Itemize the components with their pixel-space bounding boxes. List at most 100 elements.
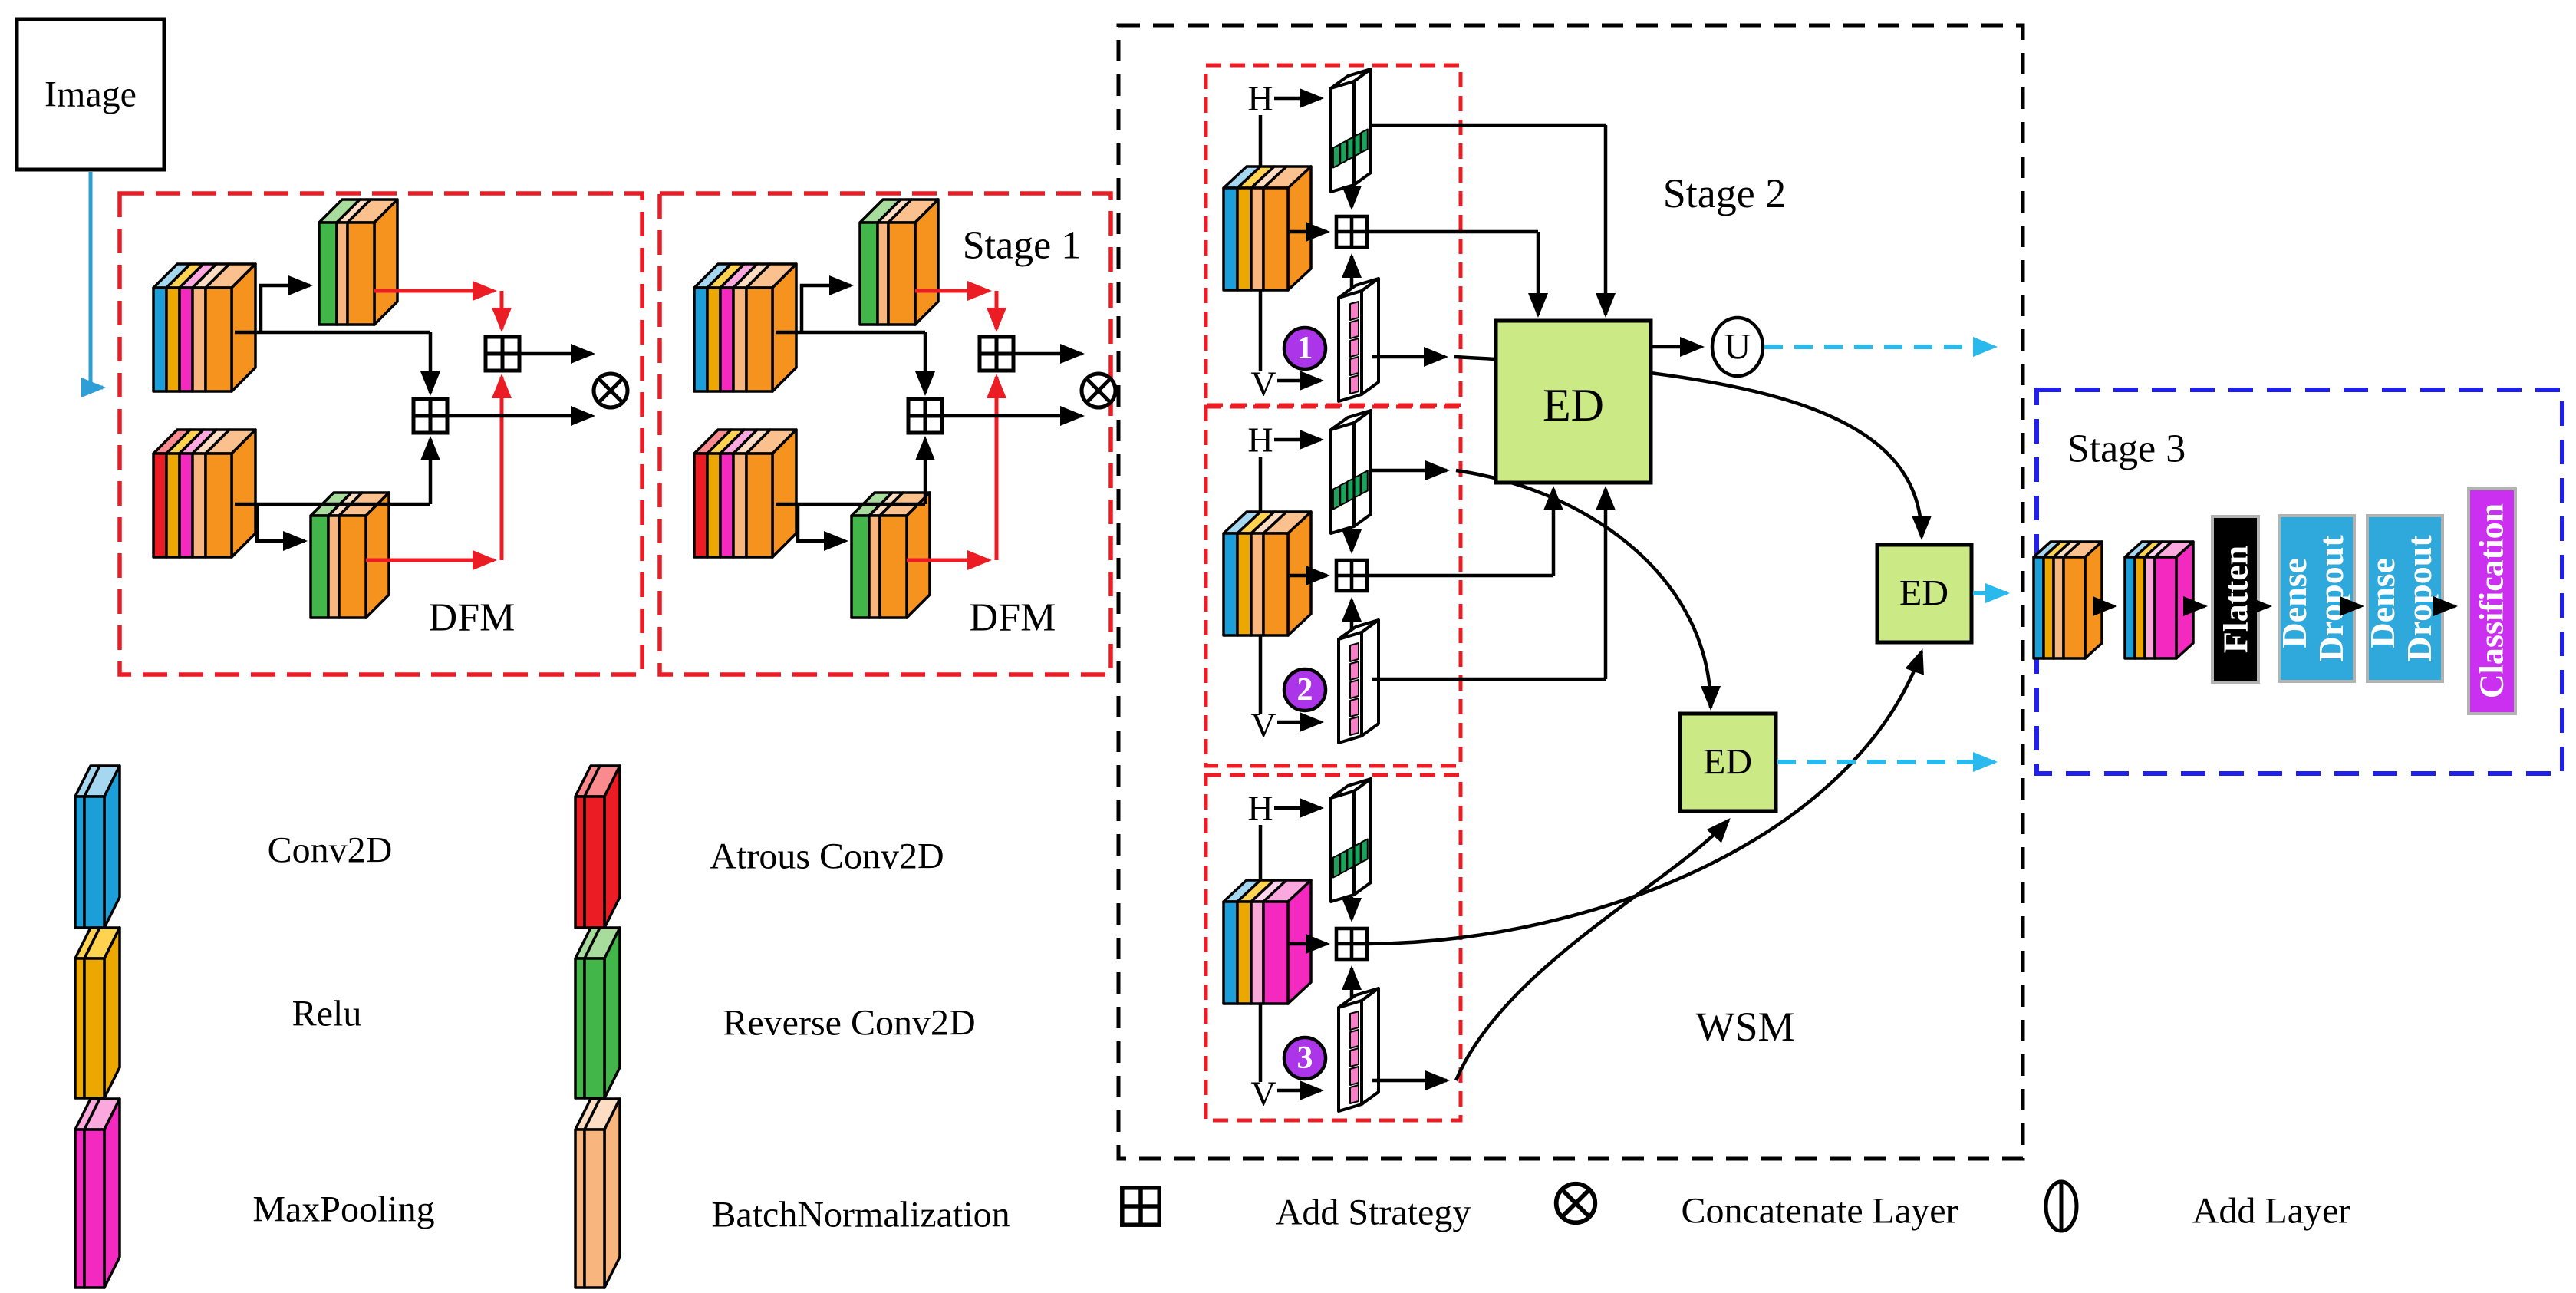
stack-side-face bbox=[771, 428, 798, 559]
h-label: H bbox=[1247, 79, 1273, 118]
legend-item-relu: Relu bbox=[74, 926, 361, 1100]
stack-layer-front bbox=[191, 452, 207, 559]
stack-layer-front bbox=[719, 286, 735, 393]
batchnorm-icon bbox=[574, 1097, 621, 1289]
image-to-dfm-arrow bbox=[81, 172, 106, 397]
stack-layer-front bbox=[83, 795, 106, 929]
stack-layer-front bbox=[1262, 900, 1290, 1005]
stack-layer-front bbox=[165, 286, 181, 393]
stage1-label: Stage 1 bbox=[963, 224, 1082, 268]
stack-layer-front bbox=[858, 221, 879, 326]
add-strategy-icon bbox=[1336, 216, 1367, 247]
stack-layer-front bbox=[2133, 556, 2146, 660]
flatten-layer: Flatten bbox=[2211, 515, 2260, 684]
stack-layer-front bbox=[719, 452, 735, 559]
stack-layer-front bbox=[887, 221, 917, 326]
v-band-cell bbox=[1349, 661, 1359, 681]
b3-add-to-ed3-curve bbox=[1366, 648, 1924, 946]
stack-layer-front bbox=[745, 452, 774, 559]
add-strategy-label: Add Strategy bbox=[1276, 1192, 1471, 1233]
stack-layer-front bbox=[1222, 900, 1239, 1005]
v-band-cell bbox=[1349, 1011, 1359, 1031]
concatenate-icon bbox=[1556, 1184, 1596, 1223]
stack-layer-front bbox=[850, 514, 871, 619]
stack-side-face bbox=[914, 198, 940, 326]
h-band-cell bbox=[1360, 128, 1369, 153]
v-band-cell bbox=[1349, 338, 1359, 358]
branch-2: H 2 V bbox=[1204, 404, 1463, 768]
v-band-cell bbox=[1349, 356, 1359, 376]
stack-layer-front bbox=[1222, 532, 1239, 637]
stack-layer-front bbox=[338, 514, 367, 619]
h-attention-map bbox=[1329, 777, 1372, 903]
stack-side-face bbox=[603, 764, 621, 929]
v-band-cell bbox=[1349, 301, 1359, 321]
stack-side-face bbox=[103, 764, 121, 929]
stack-layer-front bbox=[83, 957, 106, 1100]
stack-side-face bbox=[230, 262, 257, 393]
branch2-stack bbox=[1222, 510, 1313, 637]
v-band-cell bbox=[1349, 716, 1359, 736]
dfm1-bottom-stack bbox=[152, 428, 257, 559]
b3-v-to-ed2-curve bbox=[1454, 818, 1731, 1081]
v-band-cell bbox=[1349, 642, 1359, 662]
stack-layer-front bbox=[346, 221, 376, 326]
add-strategy-icon bbox=[1336, 560, 1367, 591]
stack-layer-front bbox=[1262, 532, 1290, 637]
stack-layer-front bbox=[583, 795, 606, 929]
h-band-cell bbox=[1339, 849, 1348, 875]
h-band-cell bbox=[1346, 846, 1355, 871]
stack-layer-front bbox=[868, 514, 881, 619]
attn-side-face bbox=[1352, 777, 1372, 896]
concatenate-icon bbox=[594, 374, 628, 407]
v-band-cell bbox=[1349, 1047, 1359, 1067]
stage3-label: Stage 3 bbox=[2067, 427, 2186, 471]
h-attention-map bbox=[1329, 68, 1372, 193]
v-band-cell bbox=[1349, 1084, 1359, 1104]
dfm2-top-elbow-arrow bbox=[799, 275, 854, 332]
stack-layer-front bbox=[706, 286, 722, 393]
stack-layer-front bbox=[74, 957, 86, 1100]
legend-item-atrous-conv2d: Atrous Conv2D bbox=[574, 764, 944, 929]
ed2-label: ED bbox=[1703, 742, 1752, 783]
v-band-cell bbox=[1349, 1029, 1359, 1049]
stack-layer-front bbox=[74, 1128, 86, 1289]
stack-side-face bbox=[771, 262, 798, 393]
branch1-stack bbox=[1222, 165, 1313, 292]
legend-label: Reverse Conv2D bbox=[723, 1003, 975, 1044]
stack-side-face bbox=[364, 491, 390, 619]
stack-layer-front bbox=[1236, 900, 1253, 1005]
branch3-stack bbox=[1222, 879, 1313, 1005]
stack-layer-front bbox=[2123, 556, 2136, 660]
h-band-cell bbox=[1353, 473, 1362, 499]
stack-layer-front bbox=[191, 286, 207, 393]
stack-side-face bbox=[603, 1097, 621, 1289]
stack-side-face bbox=[373, 198, 399, 326]
ed1-label: ED bbox=[1543, 380, 1604, 430]
stack-layer-front bbox=[2042, 556, 2055, 660]
stack-layer-front bbox=[745, 286, 774, 393]
dfm2-reverse-stack-top bbox=[858, 198, 940, 326]
dense-dropout-2: Dense Dropout bbox=[2363, 514, 2444, 683]
stack-layer-front bbox=[2143, 556, 2156, 660]
stack-layer-front bbox=[1250, 186, 1265, 292]
stack-side-face bbox=[1286, 510, 1313, 637]
classification-layer: Classification bbox=[2467, 487, 2517, 715]
branch-1: H 1 V bbox=[1204, 63, 1463, 407]
stage3-region: Stage 3 Flatten Dense Dropout Dense Drop… bbox=[2032, 388, 2564, 776]
v-band-cell bbox=[1349, 374, 1359, 394]
h-band-cell bbox=[1346, 136, 1355, 161]
stack-layer-front bbox=[574, 1128, 586, 1289]
ed2-box bbox=[1678, 711, 1778, 813]
h-attention-map bbox=[1329, 409, 1372, 535]
h-band-cell bbox=[1332, 485, 1340, 510]
stack-layer-front bbox=[1236, 186, 1253, 292]
number-badge bbox=[1282, 325, 1328, 371]
dfm2-module: DFM Stage 1 bbox=[657, 191, 1115, 677]
stack-layer-front bbox=[309, 514, 330, 619]
wsm-label: WSM bbox=[1695, 1004, 1794, 1050]
stack-side-face bbox=[1286, 879, 1313, 1005]
stack-layer-front bbox=[327, 514, 341, 619]
